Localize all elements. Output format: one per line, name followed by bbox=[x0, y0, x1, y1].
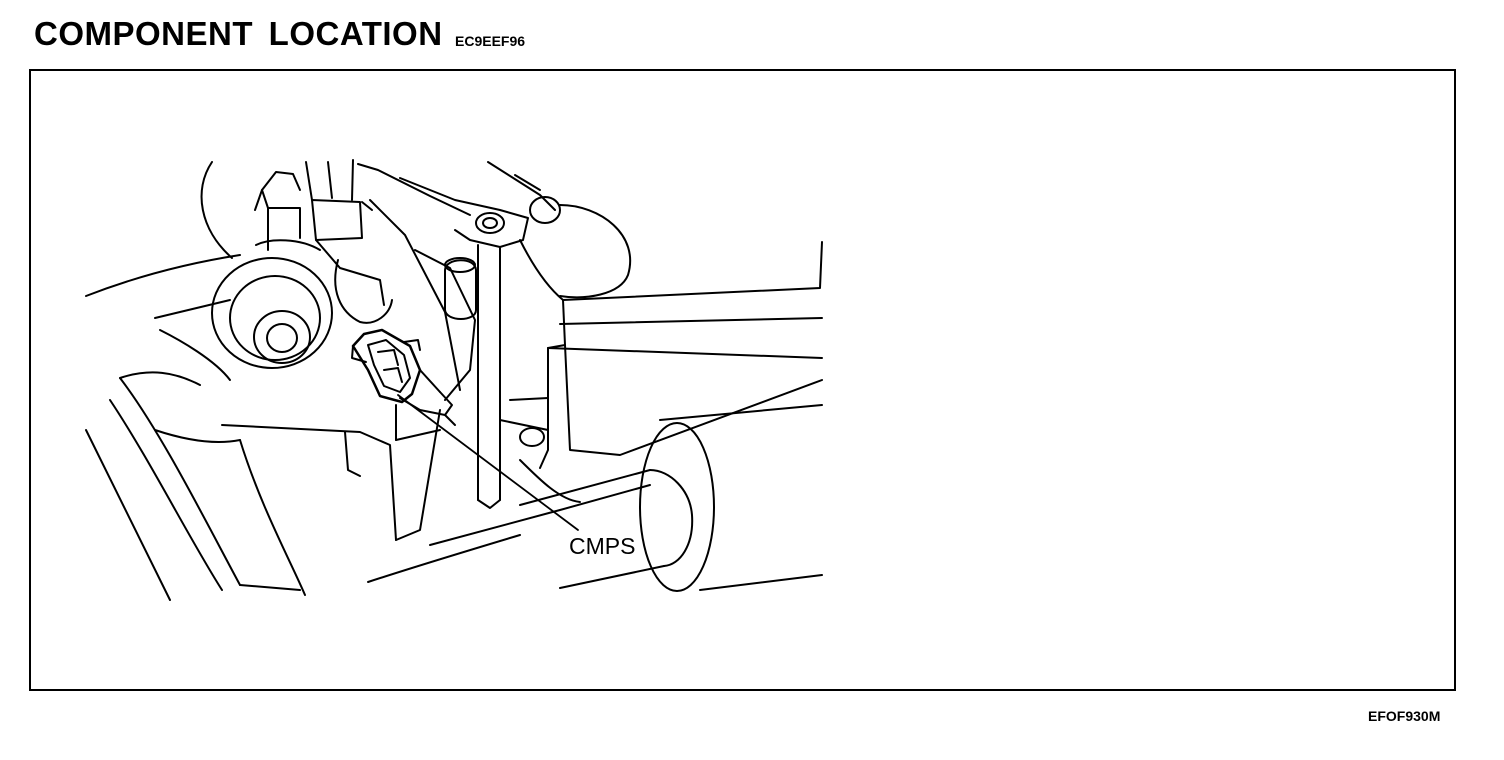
page-title: COMPONENT LOCATION bbox=[34, 15, 443, 52]
hose-left bbox=[85, 371, 306, 601]
right-housing bbox=[487, 161, 823, 503]
vertical-bar bbox=[444, 244, 501, 509]
engine-housing bbox=[85, 161, 241, 381]
upper-rods bbox=[305, 159, 393, 324]
cmps-leader-line bbox=[397, 394, 579, 531]
figure-code: EFOF930M bbox=[1368, 708, 1441, 724]
round-fitting bbox=[211, 171, 333, 369]
figure-frame bbox=[29, 69, 1456, 691]
section-code: EC9EEF96 bbox=[455, 33, 526, 49]
callout-label-cmps: CMPS bbox=[569, 533, 636, 559]
lower-bracket bbox=[221, 404, 441, 541]
exhaust-pipe bbox=[367, 404, 823, 592]
bracket-plate bbox=[357, 163, 529, 401]
